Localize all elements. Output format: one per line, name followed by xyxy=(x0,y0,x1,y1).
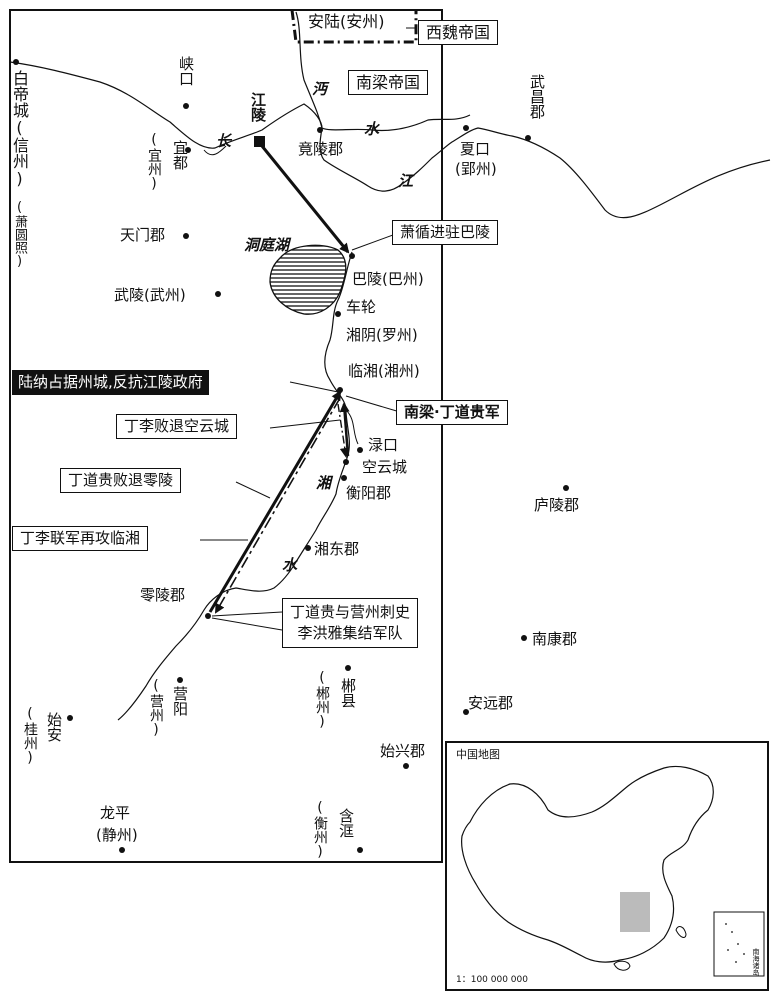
label-yidu: 宜都 xyxy=(171,140,189,170)
yangtze-river xyxy=(9,61,771,219)
label-shui-bottom: 水 xyxy=(282,556,298,574)
label-xiangyin: 湘阴(罗州) xyxy=(346,326,418,344)
label-longping: 龙平 xyxy=(100,804,131,822)
label-chang: 长 xyxy=(216,132,232,150)
label-lingling: 零陵郡 xyxy=(140,586,186,604)
label-xiaoyuan: (萧圆照) xyxy=(12,200,27,269)
label-lukou: 渌口 xyxy=(368,436,399,454)
callout-ding-ying: 丁道贵与营州刺史 李洪雅集结军队 xyxy=(282,598,419,648)
han-river xyxy=(295,11,471,132)
label-chenzhou: (郴州) xyxy=(314,670,330,730)
label-jiangling: 江陵 xyxy=(249,92,267,122)
label-xiakou: 夏口 xyxy=(460,140,491,158)
label-anyuan: 安远郡 xyxy=(468,694,514,712)
label-luling: 庐陵郡 xyxy=(534,496,580,514)
callout-southern-liang-empire: 南梁帝国 xyxy=(348,70,429,95)
label-shui-top: 水 xyxy=(364,120,380,138)
label-he: 沔 xyxy=(312,80,328,98)
label-hanhui: 含洭 xyxy=(337,808,355,838)
label-jiang: 江 xyxy=(398,172,414,190)
callout-ding-ying-line2: 李洪雅集结军队 xyxy=(297,624,403,642)
dongting-lake xyxy=(269,244,347,315)
label-hengzhou: (衡州) xyxy=(312,800,328,860)
callout-ding-retreat: 丁道贵败退零陵 xyxy=(60,468,182,493)
label-yizhou: (宜州) xyxy=(146,132,162,192)
label-guizhou: (桂州) xyxy=(22,706,38,766)
label-yingzhou: (郢州) xyxy=(455,160,497,178)
label-xiangdong: 湘东郡 xyxy=(314,540,360,558)
label-chelun: 车轮 xyxy=(346,298,377,316)
label-yingzhou2: (营州) xyxy=(148,678,164,738)
label-chenxian: 郴县 xyxy=(339,678,357,708)
label-wuling: 武陵(武州) xyxy=(114,286,186,304)
label-linxiang: 临湘(湘州) xyxy=(348,362,420,380)
label-shian: 始安 xyxy=(45,712,63,742)
china-outline xyxy=(461,765,714,963)
label-wuchang: 武昌郡 xyxy=(528,74,546,119)
xiang-river xyxy=(117,251,353,721)
arrow-lingling-linxiang xyxy=(208,390,342,613)
callout-ding-ying-line1: 丁道贵与营州刺史 xyxy=(290,603,411,621)
label-shixing: 始兴郡 xyxy=(380,742,426,760)
label-baidi: 白帝城(信州) xyxy=(10,70,29,188)
label-jingzhou: (静州) xyxy=(96,826,138,844)
south-sea-box xyxy=(713,911,765,977)
label-dongting: 洞庭湖 xyxy=(244,236,290,254)
label-xiakou-top: 峡口 xyxy=(177,56,195,86)
label-kongyun: 空云城 xyxy=(362,458,408,476)
inset-title: 中国地图 xyxy=(456,748,500,761)
label-hengyang: 衡阳郡 xyxy=(346,484,392,502)
callout-nanliang-ding: 南梁·丁道贵军 xyxy=(396,400,508,425)
arrow-linxiang-lingling xyxy=(214,397,341,614)
callout-western-wei: 西魏帝国 xyxy=(418,20,499,45)
callout-lu-na: 陆纳占据州城,反抗江陵政府 xyxy=(12,370,209,395)
label-yingyang: 营阳 xyxy=(171,686,189,716)
callout-ding-li-attack: 丁李联军再攻临湘 xyxy=(12,526,149,551)
jiangling-marker xyxy=(254,136,265,147)
inset-scale: 1：100 000 000 xyxy=(456,975,528,985)
label-xiang: 湘 xyxy=(316,474,332,492)
callout-ding-li-retreat: 丁李败退空云城 xyxy=(116,414,238,439)
label-tianmen: 天门郡 xyxy=(120,226,166,244)
label-anlu: 安陆(安州) xyxy=(308,12,385,31)
arrow-linxiang-kongyun xyxy=(337,403,350,458)
highlight-region xyxy=(620,892,650,932)
label-nankang: 南康郡 xyxy=(532,630,578,648)
label-jingling: 竟陵郡 xyxy=(298,140,344,158)
arrow-jiangling-baling xyxy=(260,145,350,254)
western-wei-border xyxy=(290,9,418,44)
city-dots xyxy=(13,59,569,853)
label-baling: 巴陵(巴州) xyxy=(352,270,424,288)
inset-south-sea: 南海诸岛 xyxy=(752,948,760,976)
callout-xiao-xun: 萧循进驻巴陵 xyxy=(392,220,499,245)
